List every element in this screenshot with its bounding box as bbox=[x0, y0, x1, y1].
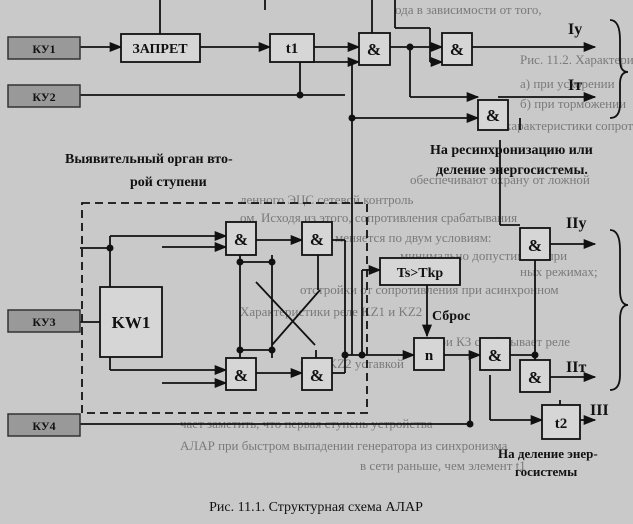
resync-label-line2: деление энергосистемы. bbox=[436, 163, 588, 178]
t1-block bbox=[269, 33, 315, 63]
and-gate bbox=[301, 357, 333, 391]
input-terminal bbox=[7, 309, 81, 333]
ghost-text-line: в сети раньше, чем элемент t1 bbox=[360, 458, 526, 473]
junction-dots bbox=[106, 43, 539, 428]
split-label-line1: На деление энер- bbox=[498, 446, 598, 461]
and-label: & bbox=[234, 230, 248, 249]
and-label: & bbox=[234, 366, 248, 385]
wire bbox=[271, 289, 321, 346]
wire bbox=[255, 281, 316, 346]
and-label: & bbox=[367, 40, 381, 59]
and-label: & bbox=[310, 366, 324, 385]
brace-first-stage bbox=[609, 19, 629, 119]
output-iii-label: III bbox=[590, 402, 609, 419]
kw1-block bbox=[99, 286, 163, 358]
dashed-frame bbox=[81, 202, 368, 414]
ts-tkr-block bbox=[379, 257, 461, 286]
and-gate bbox=[225, 357, 257, 391]
output-iiu-label: IIу bbox=[566, 215, 586, 232]
ghost-text-line: АЛАР при быстром выпадении генератора из… bbox=[180, 438, 508, 453]
counter-n-label: n bbox=[425, 348, 434, 364]
and-gate bbox=[358, 32, 391, 66]
and-label: & bbox=[528, 236, 542, 255]
and-gate bbox=[225, 221, 257, 256]
and-label: & bbox=[310, 230, 324, 249]
and-gate bbox=[519, 227, 551, 261]
ghost-text-line: ода в зависимости от того, bbox=[395, 2, 542, 17]
and-label: & bbox=[486, 106, 500, 125]
input-terminals: КУ1 КУ2 КУ3 КУ4 bbox=[7, 36, 81, 437]
ghost-text-line: ленного ЭЦС сетевой контроль bbox=[240, 192, 413, 207]
and-gate bbox=[441, 32, 473, 66]
input-label: КУ1 bbox=[32, 42, 55, 56]
input-label: КУ2 bbox=[32, 90, 55, 104]
zapret-label: ЗАПРЕТ bbox=[132, 42, 188, 57]
counter-n-block bbox=[413, 337, 445, 371]
and-label: & bbox=[488, 346, 502, 365]
output-it-label: Iт bbox=[568, 77, 582, 94]
ghost-text-line: ных режимах; bbox=[520, 264, 598, 279]
and-gate bbox=[301, 221, 333, 256]
t2-block bbox=[541, 404, 581, 440]
input-terminal bbox=[7, 84, 81, 108]
sbros-label: Сброс bbox=[432, 309, 470, 324]
and-label: & bbox=[450, 40, 464, 59]
ghost-text-line: меняется по двум условиям: bbox=[335, 230, 492, 245]
ghost-text-line: б) при торможении bbox=[520, 96, 626, 111]
t2-label: t2 bbox=[555, 416, 568, 432]
brace-second-stage bbox=[609, 229, 629, 391]
input-label: КУ4 bbox=[32, 419, 55, 433]
zapret-block bbox=[120, 33, 201, 63]
ts-tkr-label: Ts>Tkp bbox=[397, 266, 444, 281]
ghost-text-line: Характеристики реле KZ1 и KZ2 bbox=[240, 304, 422, 319]
and-gate bbox=[479, 337, 511, 371]
output-iu-label: Iу bbox=[568, 21, 582, 38]
input-label: КУ3 bbox=[32, 315, 55, 329]
split-label-line2: госистемы bbox=[515, 464, 577, 479]
ghost-text-line: отстройки от сопротивления при асинхронн… bbox=[300, 282, 559, 297]
and-gate bbox=[519, 359, 551, 393]
ghost-text-line: Рис. 11.2. Характеристика реле bbox=[520, 52, 633, 67]
output-iit-label: IIт bbox=[566, 359, 586, 376]
ghost-text-line: а) при ускорении bbox=[520, 76, 615, 91]
and-gate bbox=[477, 99, 509, 131]
ghost-text-line: характеристики сопротивления реле bbox=[505, 118, 633, 133]
resync-label-line1: На ресинхронизацию или bbox=[430, 143, 593, 158]
input-terminal bbox=[7, 413, 81, 437]
ghost-text-line: ом. Исходя из этого, сопротивления сраба… bbox=[240, 210, 517, 225]
figure-caption: Рис. 11.1. Структурная схема АЛАР bbox=[209, 500, 423, 515]
and-label: & bbox=[528, 368, 542, 387]
kw1-label: KW1 bbox=[112, 313, 151, 332]
t1-label: t1 bbox=[286, 41, 299, 57]
organ-label-line2: рой ступени bbox=[130, 175, 207, 190]
organ-label-line1: Выявительный орган вто- bbox=[65, 152, 233, 167]
input-terminal bbox=[7, 36, 81, 60]
